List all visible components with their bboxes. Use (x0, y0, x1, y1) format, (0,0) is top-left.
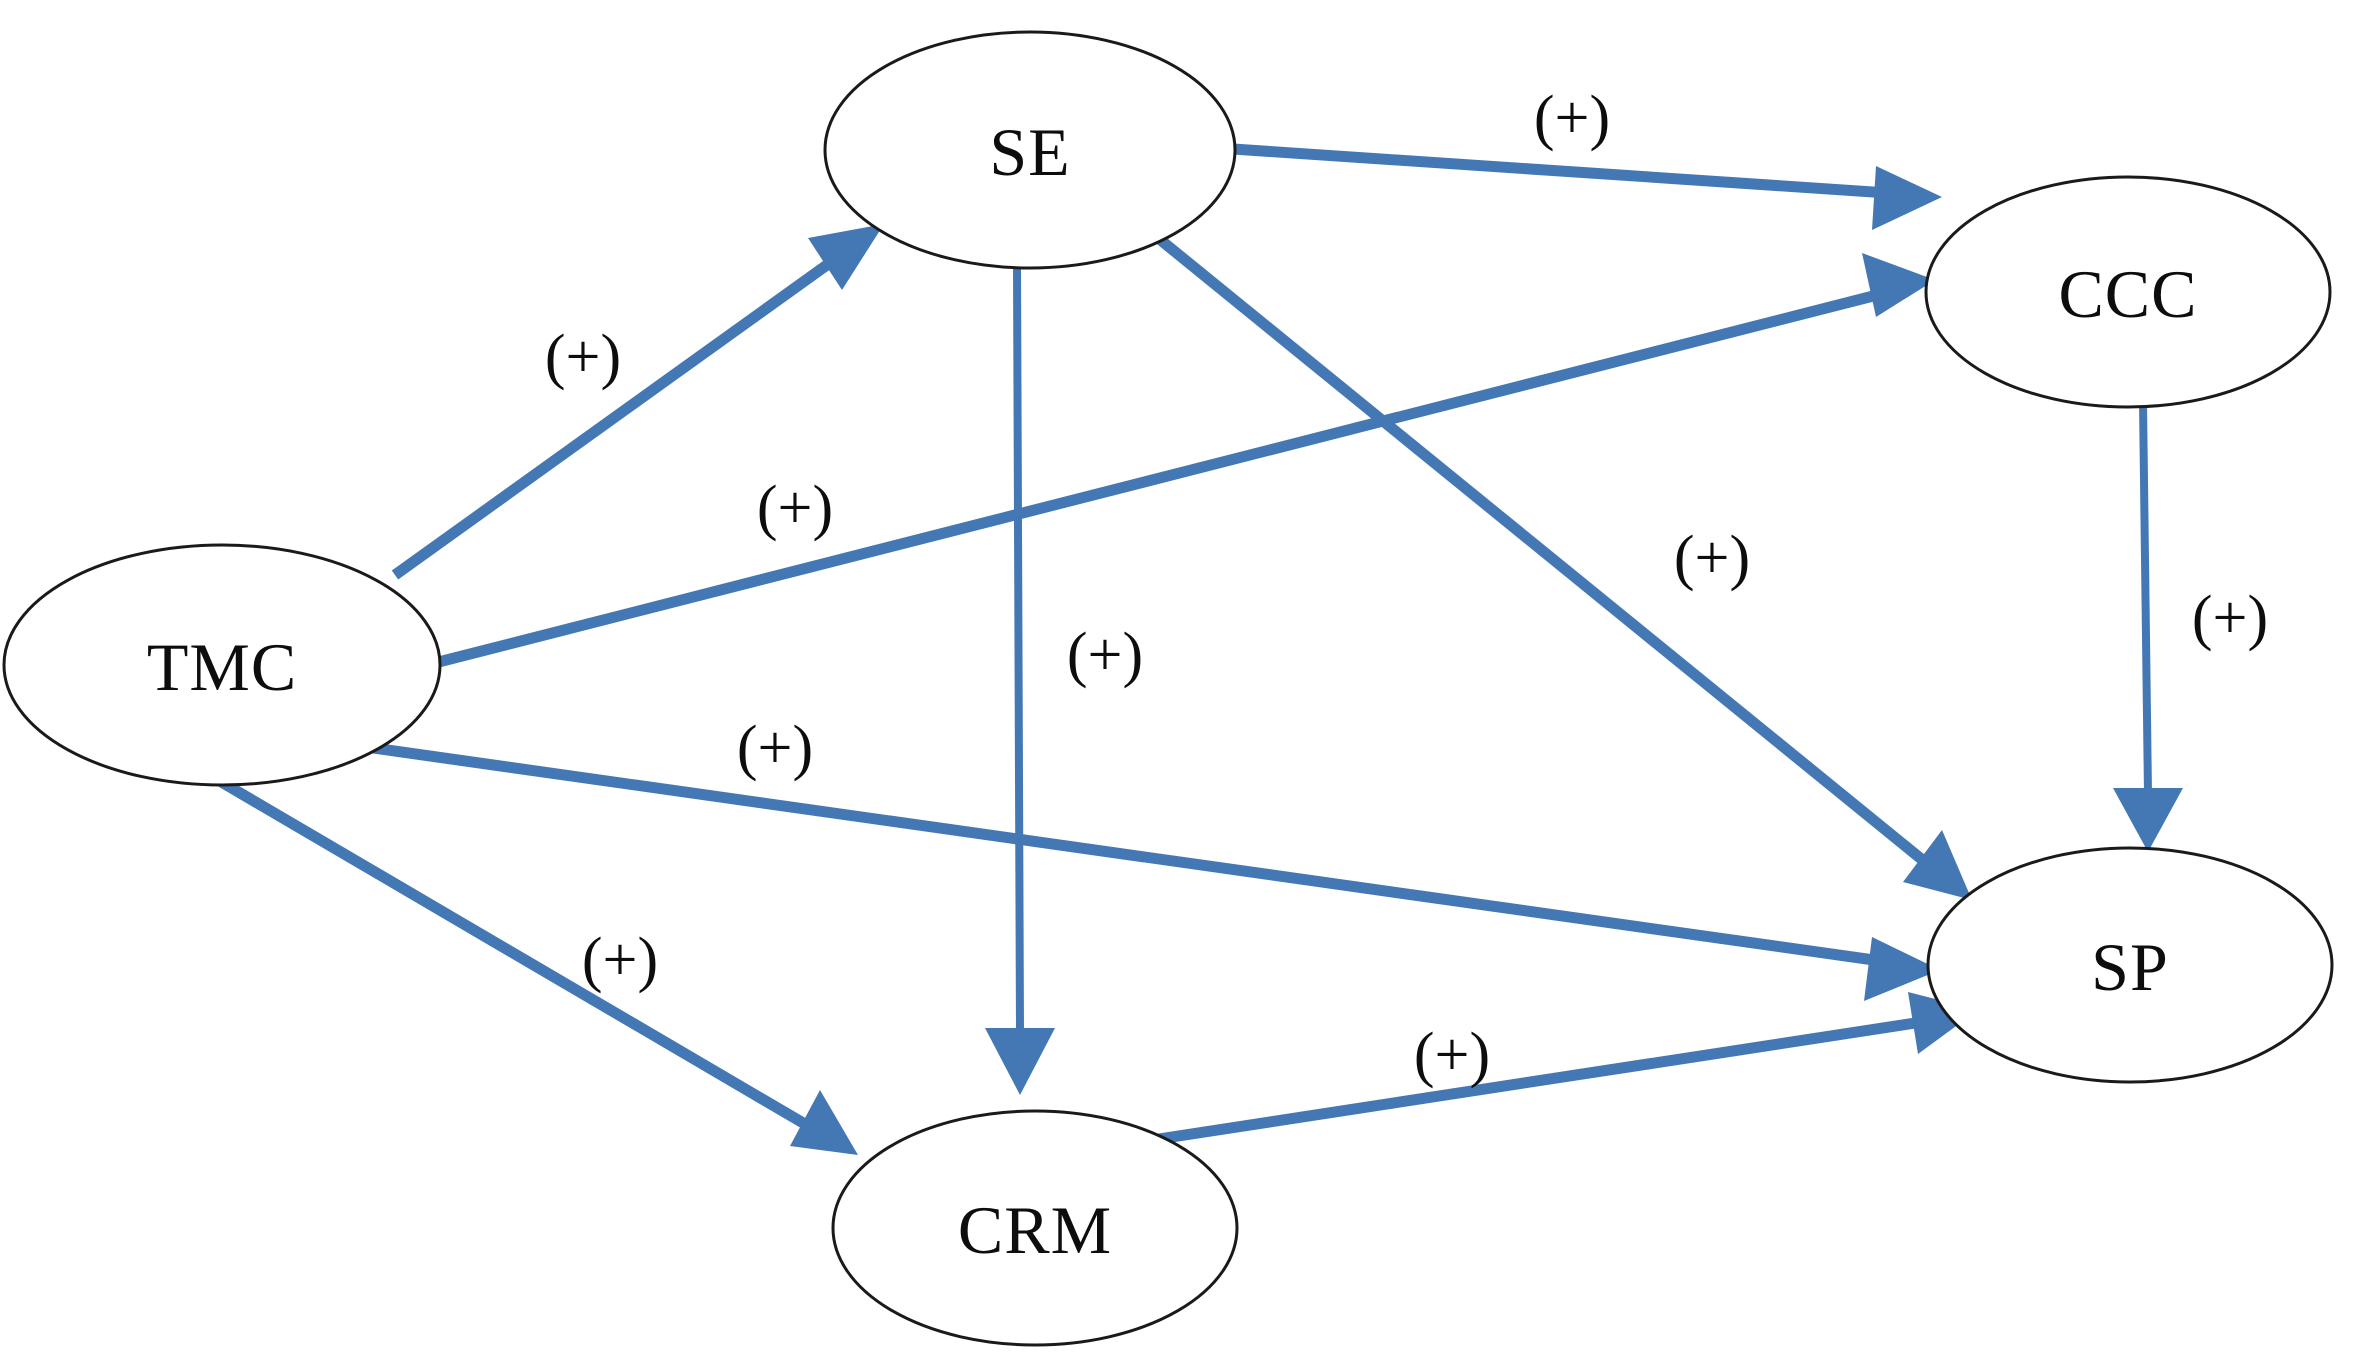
edge-label-se-to-ccc: (+) (1534, 84, 1610, 152)
edge-ccc-to-sp[interactable] (2113, 401, 2183, 852)
node-ccc-label: CCC (2058, 256, 2197, 332)
edge-label-crm-to-sp: (+) (1414, 1021, 1490, 1089)
node-tmc-ellipse (2, 543, 442, 787)
node-crm[interactable]: CRM (831, 1109, 1239, 1347)
edge-se-to-ccc-arrowhead (1872, 166, 1942, 230)
node-sp-ellipse (1926, 846, 2334, 1084)
edge-crm-to-sp-line (1151, 1016, 1923, 1146)
edge-tmc-to-crm-arrowhead (790, 1090, 858, 1155)
node-ccc[interactable]: CCC (1924, 175, 2332, 409)
edge-label-se-to-sp: (+) (1674, 524, 1750, 592)
edge-ccc-to-sp-line (2139, 401, 2152, 796)
edge-se-to-ccc[interactable] (1217, 142, 1942, 230)
edge-label-se-to-crm: (+) (1067, 621, 1143, 689)
edge-tmc-to-ccc-line (413, 287, 1887, 674)
node-tmc-label: TMC (147, 629, 297, 705)
node-se-label: SE (989, 114, 1070, 190)
node-ccc-ellipse (1924, 175, 2332, 409)
node-sp-label: SP (2091, 929, 2169, 1005)
node-se[interactable]: SE (823, 30, 1237, 270)
edge-tmc-to-crm[interactable] (215, 775, 858, 1155)
edge-se-to-crm-line (1013, 267, 1024, 1036)
edge-tmc-to-sp[interactable] (351, 739, 1940, 1001)
node-crm-ellipse (831, 1109, 1239, 1347)
edge-tmc-to-sp-arrowhead (1864, 937, 1940, 1001)
edge-tmc-to-ccc-arrowhead (1862, 253, 1935, 317)
edge-se-to-crm-arrowhead (985, 1028, 1055, 1095)
node-se-ellipse (823, 30, 1237, 270)
node-crm-label: CRM (958, 1192, 1112, 1268)
edge-se-to-ccc-line (1217, 142, 1889, 199)
edge-label-tmc-to-sp: (+) (737, 714, 813, 782)
edge-tmc-to-se-line (391, 247, 849, 580)
edge-tmc-to-crm-line (215, 775, 813, 1132)
edge-crm-to-sp[interactable] (1151, 992, 1978, 1146)
edge-tmc-to-se[interactable] (391, 224, 884, 580)
edge-se-to-sp-line (1148, 228, 1929, 867)
edge-tmc-to-sp-line (351, 739, 1889, 968)
node-tmc[interactable]: TMC (2, 543, 442, 787)
edge-se-to-sp-arrowhead (1903, 830, 1972, 900)
edge-ccc-to-sp-arrowhead (2113, 788, 2183, 852)
edge-label-tmc-to-ccc: (+) (757, 474, 833, 542)
edge-label-ccc-to-sp: (+) (2192, 584, 2268, 652)
edge-label-tmc-to-crm: (+) (582, 926, 658, 994)
edge-tmc-to-ccc[interactable] (413, 253, 1935, 674)
edge-label-tmc-to-se: (+) (545, 323, 621, 391)
edge-se-to-crm[interactable] (985, 267, 1055, 1095)
node-sp[interactable]: SP (1926, 846, 2334, 1084)
edge-tmc-to-se-arrowhead (808, 224, 884, 290)
edge-se-to-sp[interactable] (1148, 228, 1972, 900)
